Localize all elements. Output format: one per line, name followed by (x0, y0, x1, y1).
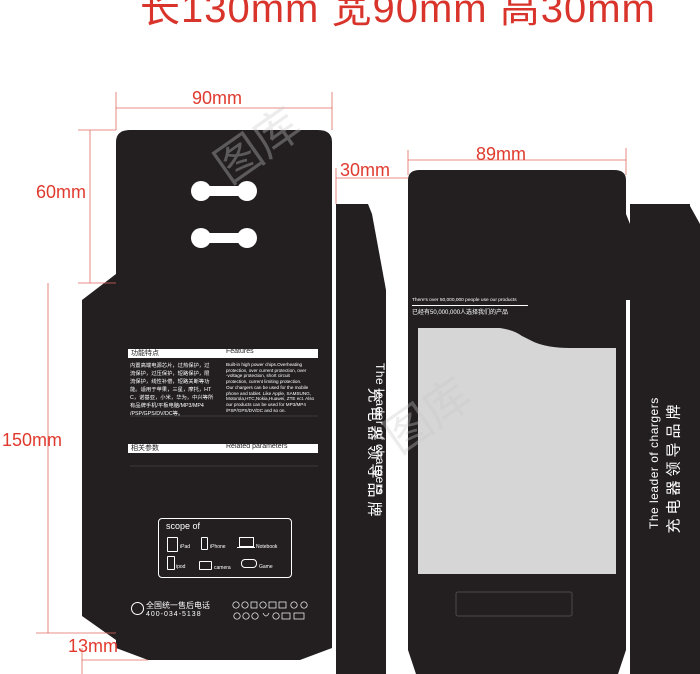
notebook-icon (239, 537, 254, 547)
spec-title: 长130mm 宽90mm 高30mm (140, 0, 656, 31)
side2-slogan-cn: 充电器领导品牌 (665, 400, 683, 534)
hotline-number: 400-034-5138 (146, 611, 202, 618)
side-panel-1-lower (336, 300, 386, 674)
dim-height-body: 150mm (2, 430, 63, 450)
left-side-flap (82, 274, 116, 640)
back-users-cn: 已经有50,000,000人选择我们的产品 (412, 310, 509, 316)
ipod-icon (167, 556, 175, 570)
features-cn-header: 功能特点 (131, 350, 159, 357)
iphone-icon (201, 537, 208, 550)
dim-depth: 30mm (340, 160, 391, 180)
camera-icon (199, 561, 212, 570)
dim-width-back: 89mm (476, 144, 527, 164)
params-header-bar: 相关参数 Related parameters (128, 443, 318, 453)
back-bottom-slot (455, 591, 573, 617)
phone-icon (131, 602, 144, 615)
hang-hole-top (191, 181, 257, 201)
front-bottom-flap (116, 633, 332, 660)
dimension-lines (36, 92, 627, 674)
side-panel-2-edge (690, 206, 700, 674)
hang-hole-bottom (191, 228, 257, 248)
back-bottom-flap (408, 650, 626, 674)
params-en-header: Related parameters (226, 443, 288, 450)
features-en-text: Built-in high power chips.Overheating pr… (226, 362, 315, 413)
game-controller-icon (241, 559, 257, 568)
back-users-en: There's over 50,000,000 people use our p… (412, 298, 517, 303)
scope-title: scope of (166, 521, 201, 531)
back-top-flap (408, 170, 626, 290)
features-cn-text: 内置高端电源芯片，过热保护，过 流保护，过压保护，短路保护，限 流保护，线性补偿… (130, 363, 214, 417)
certification-marks (232, 600, 322, 622)
dim-width-top: 90mm (192, 88, 243, 108)
ipad-icon (167, 537, 178, 552)
side-panel-2 (630, 204, 690, 674)
back-window (418, 328, 616, 574)
features-header-bar: 功能特点 Features (128, 348, 318, 358)
scope-box: scope of iPad iPhone Notebook ipod camer… (158, 518, 292, 578)
front-hang-flap (116, 130, 332, 283)
hotline-label: 全国统一售后电话 (146, 601, 210, 610)
side2-slogan-en: The leader of chargers (647, 397, 661, 529)
front-panel (116, 283, 332, 633)
dim-bottom: 13mm (68, 636, 119, 656)
features-en-header: Features (226, 348, 254, 355)
params-cn-header: 相关参数 (131, 445, 159, 452)
dim-height-flap: 60mm (36, 182, 87, 202)
certification-icons (232, 601, 308, 620)
